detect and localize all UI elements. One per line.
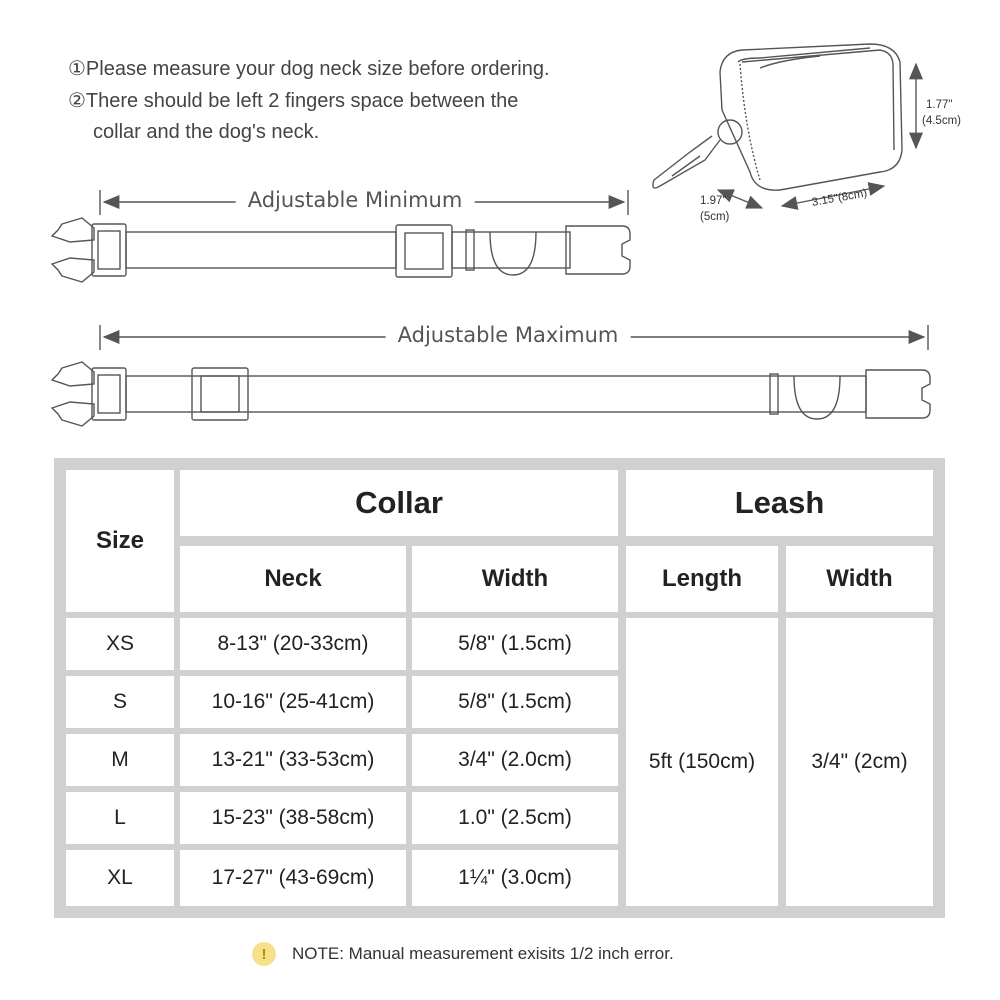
note-text: NOTE: Manual measurement exisits 1/2 inc… [292,944,674,963]
collar-header: Collar [180,470,618,536]
row-xl-neck: 17-27" (43-69cm) [180,850,406,906]
collar-min-icon [50,217,631,283]
pouch-depth-cm-label: (5cm) [700,211,730,223]
row-s-neck: 10-16" (25-41cm) [180,676,406,728]
pouch-height-cm-label: (4.5cm) [922,115,961,127]
leash-width-value: 3/4" (2cm) [786,618,933,906]
leash-header: Leash [626,470,933,536]
collar-max-icon [50,361,931,427]
adjustable-minimum-label: Adjustable Minimum [235,188,475,212]
pouch-depth-label: 1.97" [700,195,727,207]
row-m-neck: 13-21" (33-53cm) [180,734,406,786]
pouch-height-label: 1.77" [926,99,953,111]
note: ! NOTE: Manual measurement exisits 1/2 i… [252,942,674,966]
neck-header: Neck [180,546,406,612]
row-xs-neck: 8-13" (20-33cm) [180,618,406,670]
size-table: Size Collar Leash Neck Width Length Widt… [54,458,945,918]
exclamation-icon: ! [252,942,276,966]
instruction-line-2: ②There should be left 2 fingers space be… [68,90,519,112]
row-l-width: 1.0" (2.5cm) [412,792,618,844]
row-xs-size: XS [66,618,174,670]
row-xl-size: XL [66,850,174,906]
row-m-size: M [66,734,174,786]
instruction-line-3: collar and the dog's neck. [93,121,320,143]
row-m-width: 3/4" (2.0cm) [412,734,618,786]
collar-diagram [50,43,931,427]
adjustable-maximum-label: Adjustable Maximum [385,323,631,347]
row-s-size: S [66,676,174,728]
collar-width-header: Width [412,546,618,612]
pouch-icon [652,43,923,210]
row-xs-width: 5/8" (1.5cm) [412,618,618,670]
size-header: Size [66,470,174,612]
row-s-width: 5/8" (1.5cm) [412,676,618,728]
row-l-neck: 15-23" (38-58cm) [180,792,406,844]
instruction-line-1: ①Please measure your dog neck size befor… [68,58,550,80]
leash-width-header: Width [786,546,933,612]
leash-length-value: 5ft (150cm) [626,618,778,906]
row-xl-width: 1¼" (3.0cm) [412,850,618,906]
leash-length-header: Length [626,546,778,612]
row-l-size: L [66,792,174,844]
